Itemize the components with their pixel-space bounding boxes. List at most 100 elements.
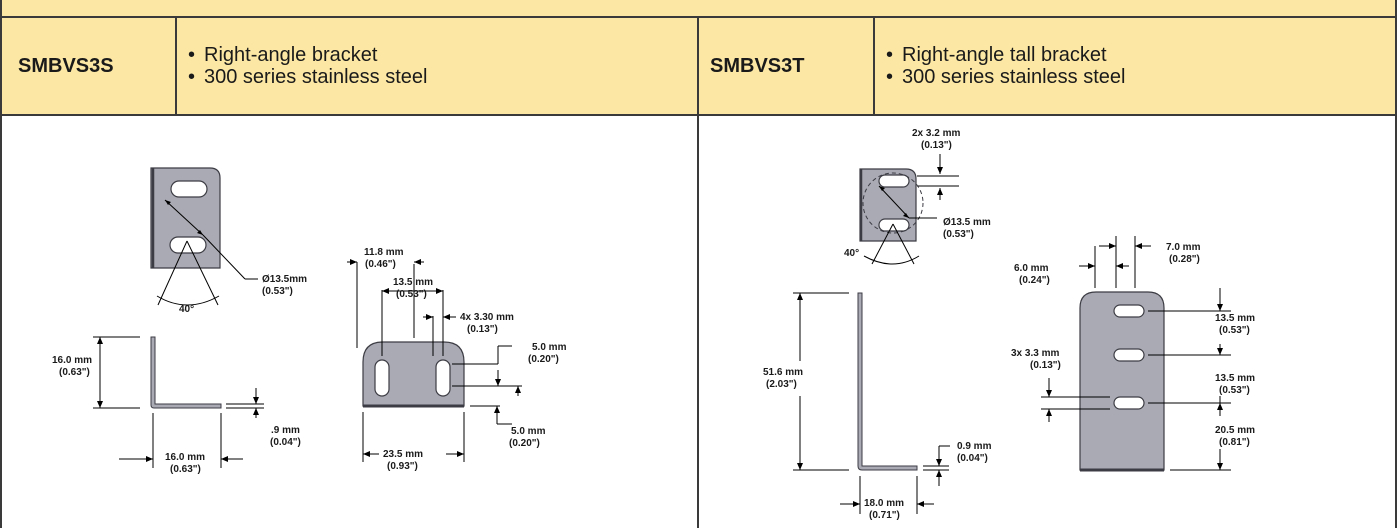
left-thickness: .9 mm [271, 425, 300, 436]
left-upper-edge: 5.0 mm [532, 342, 567, 353]
right-diameter-arrow-top [879, 186, 885, 191]
right-base-in: (0.71") [869, 510, 900, 521]
left-width-arrow-l [363, 451, 370, 457]
right-features-cell: Right-angle tall bracket 300 series stai… [874, 18, 1397, 116]
left-features-cell: Right-angle bracket 300 series stainless… [176, 18, 698, 116]
left-upper-edge-in: (0.20") [528, 354, 559, 365]
right-height: 51.6 mm [763, 367, 803, 378]
left-slot-spacing-in: (0.53") [396, 289, 427, 300]
left-height-arrow-bottom [97, 401, 103, 408]
left-angle-arc [156, 295, 220, 306]
right-height-in: (2.03") [766, 379, 797, 390]
left-diameter-arrow-top [165, 200, 171, 205]
left-thickness-arrow-bottom [253, 408, 259, 415]
left-width-arrow-r [457, 451, 464, 457]
right-spacing-1-in: (0.53") [1219, 325, 1250, 336]
left-diameter-arrow-bottom [197, 230, 203, 235]
right-diameter-arrow-bottom [903, 213, 909, 218]
left-base-in: (0.63") [170, 464, 201, 475]
left-side-profile [150, 336, 222, 409]
right-slot-size-arrow-top [1046, 390, 1052, 397]
left-thickness-arrow-top [253, 397, 259, 404]
right-side-offset: 6.0 mm [1014, 263, 1049, 274]
right-slot-width: 2x 3.2 mm [912, 128, 960, 139]
right-height-arrow-bottom [797, 463, 803, 470]
right-side-profile [857, 292, 918, 471]
right-hole-circle [862, 172, 924, 234]
left-angle: 40° [179, 304, 194, 315]
left-top-offset-in: (0.46") [365, 259, 396, 270]
left-feature-1: Right-angle bracket [188, 44, 427, 66]
left-lower-edge-arrow-2 [494, 406, 500, 413]
right-model-name: SMBVS3T [710, 54, 805, 77]
right-header-divider [873, 18, 875, 116]
right-thickness-arrow-top [936, 459, 942, 466]
left-height-in: (0.63") [59, 367, 90, 378]
right-base-arrow-right [917, 501, 924, 507]
left-top-offset-arrow-l [350, 259, 357, 265]
left-width: 23.5 mm [383, 449, 423, 460]
left-height-arrow-top [97, 337, 103, 344]
right-base: 18.0 mm [864, 498, 904, 509]
left-slot-width-arrow-r [443, 314, 450, 320]
left-slot-width-in: (0.13") [467, 324, 498, 335]
left-feature-2: 300 series stainless steel [188, 66, 427, 88]
right-lower-arrow-bottom [1217, 463, 1223, 470]
left-lower-edge-in: (0.20") [509, 438, 540, 449]
right-lower-spacing: 20.5 mm [1215, 425, 1255, 436]
right-front-slot-top [878, 174, 910, 188]
left-slot-width-arrow-l [426, 314, 433, 320]
left-slot-spacing: 13.5 mm [393, 277, 433, 288]
right-slot-offset: 7.0 mm [1166, 242, 1201, 253]
right-hole-diameter-in: (0.53") [943, 229, 974, 240]
right-slot-width-in: (0.13") [921, 140, 952, 151]
right-spacing-2-in: (0.53") [1219, 385, 1250, 396]
left-height: 16.0 mm [52, 355, 92, 366]
right-diameter-leader [878, 185, 910, 219]
right-height-arrow-top [797, 293, 803, 300]
right-model-cell: SMBVS3T [698, 18, 874, 116]
left-lower-edge: 5.0 mm [511, 426, 546, 437]
right-slot-arrow-top [937, 167, 943, 174]
left-top-offset: 11.8 mm [364, 247, 404, 258]
left-lower-edge-arrow-1 [515, 386, 521, 393]
left-thickness-in: (0.04") [270, 437, 301, 448]
left-model-name: SMBVS3S [18, 54, 114, 77]
right-slot-size: 3x 3.3 mm [1011, 348, 1059, 359]
right-angle-leg-b [892, 223, 915, 265]
right-side-offset-in: (0.24") [1019, 275, 1050, 286]
right-lower-spacing-in: (0.81") [1219, 437, 1250, 448]
left-border [0, 0, 2, 528]
right-thickness-in: (0.04") [957, 453, 988, 464]
left-model-cell: SMBVS3S [0, 18, 176, 116]
left-front-slot-bottom [169, 236, 207, 254]
left-base-arrow-left [146, 456, 153, 462]
left-slot-width: 4x 3.30 mm [460, 312, 514, 323]
right-border [1395, 0, 1397, 528]
right-flat-slot-3 [1113, 396, 1145, 410]
right-side-offset-arrow-l [1088, 263, 1095, 269]
center-divider [697, 18, 699, 528]
right-lower-arrow-top [1217, 403, 1223, 410]
right-flat-slot-2 [1113, 348, 1145, 362]
right-spacing2-arrow-top [1217, 348, 1223, 355]
left-width-in: (0.93") [387, 461, 418, 472]
right-flat-plate [1079, 291, 1165, 471]
right-flat-slot-1 [1113, 304, 1145, 318]
left-base-arrow-right [221, 456, 228, 462]
right-feature-2: 300 series stainless steel [886, 66, 1125, 88]
right-spacing-2: 13.5 mm [1215, 373, 1255, 384]
right-slot-size-arrow-bottom [1046, 409, 1052, 416]
right-bracket-drawing: 2x 3.2 mm (0.13") Ø13.5 mm (0.53") 40° 5… [763, 128, 1255, 521]
left-base: 16.0 mm [165, 452, 205, 463]
left-top-offset-arrow-r [414, 259, 421, 265]
right-angle-leg-a [871, 223, 894, 265]
right-hole-diameter: Ø13.5 mm [943, 217, 991, 228]
right-thickness: 0.9 mm [957, 441, 992, 452]
right-spacing-1: 13.5 mm [1215, 313, 1255, 324]
table-top-band [0, 0, 1397, 18]
right-feature-list: Right-angle tall bracket 300 series stai… [874, 44, 1125, 88]
left-feature-list: Right-angle bracket 300 series stainless… [176, 44, 427, 88]
right-slot-arrow-bottom [937, 188, 943, 195]
